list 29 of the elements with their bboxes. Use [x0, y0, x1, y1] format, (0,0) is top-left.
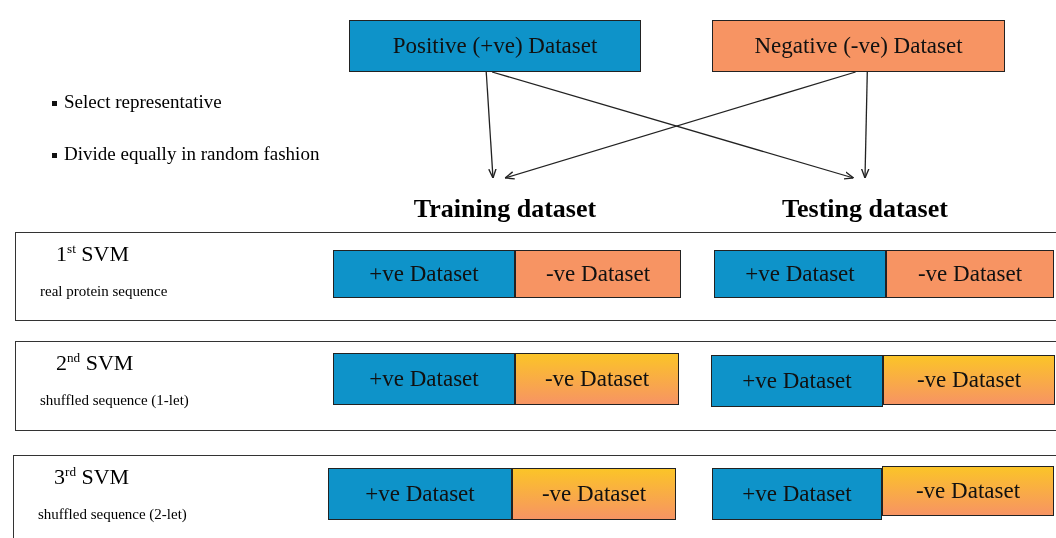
- arrow: [485, 71, 497, 179]
- sequence-type: shuffled sequence (1-let): [40, 392, 189, 409]
- svm-title: 2$^{nd}$ SVM: [56, 350, 134, 377]
- dataset-box: +ve Dataset: [712, 468, 882, 520]
- bullet-note: Divide equally in random fashion: [64, 143, 320, 165]
- dataset-box: Positive (+ve) Dataset: [349, 20, 641, 72]
- dataset-box: -ve Dataset: [515, 353, 679, 405]
- dataset-box: -ve Dataset: [882, 466, 1054, 516]
- svm-title: 1$^{st}$ SVM: [56, 241, 129, 268]
- dataset-box: +ve Dataset: [328, 468, 512, 520]
- svm-panel: [13, 455, 1056, 538]
- arrow: [860, 71, 870, 179]
- dataset-box: -ve Dataset: [512, 468, 676, 520]
- dataset-box: +ve Dataset: [333, 353, 515, 405]
- svm-title: 3$^{rd}$ SVM: [54, 464, 130, 491]
- dataset-box: Negative (-ve) Dataset: [712, 20, 1005, 72]
- dataset-box: +ve Dataset: [711, 355, 883, 407]
- dataset-box: +ve Dataset: [714, 250, 886, 298]
- sequence-type: real protein sequence: [40, 283, 168, 300]
- dataset-box: -ve Dataset: [883, 355, 1055, 405]
- sequence-type: shuffled sequence (2-let): [38, 506, 187, 523]
- dataset-heading: Training dataset: [385, 178, 625, 224]
- dataset-box: -ve Dataset: [515, 250, 681, 298]
- bullet-note: Select representative: [64, 91, 222, 113]
- svm-panel: [15, 341, 1056, 431]
- svm-panel: [15, 232, 1056, 321]
- dataset-box: +ve Dataset: [333, 250, 515, 298]
- dataset-heading: Testing dataset: [750, 178, 980, 224]
- dataset-box: -ve Dataset: [886, 250, 1054, 298]
